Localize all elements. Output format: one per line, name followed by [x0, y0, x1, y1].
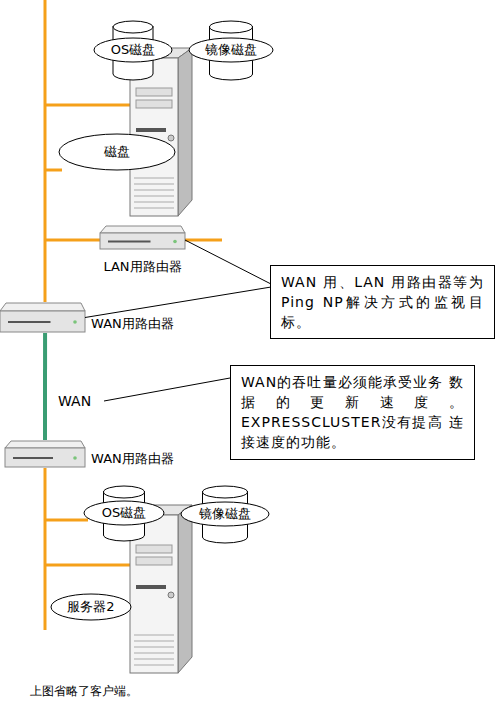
- lan-wire: [45, 564, 132, 567]
- disk-label: 镜像磁盘: [180, 485, 270, 543]
- lan-bus: [44, 468, 47, 630]
- disk-top: [203, 486, 248, 498]
- drive-slot: [136, 585, 166, 589]
- callout-box: WAN的吞吐量必须能承受业务 数据的更新速度。 EXPRESSCLUSTER没有…: [230, 365, 475, 460]
- disk-label: 镜像磁盘: [188, 20, 274, 80]
- disk-label: OS磁盘: [83, 485, 165, 541]
- router-slot: [108, 241, 151, 243]
- drive-slot: [136, 128, 166, 132]
- disk-label: OS磁盘: [93, 20, 173, 80]
- disk-top: [113, 21, 153, 33]
- name-ellipse: 磁盘: [58, 133, 176, 171]
- router-label: WAN用路由器: [91, 315, 174, 333]
- router-top: [100, 226, 185, 233]
- disk-cylinder: OS磁盘: [93, 20, 173, 80]
- router-top: [0, 303, 85, 311]
- lan-wire: [45, 519, 88, 522]
- node-shape: [5, 440, 85, 468]
- router-label: LAN用路由器: [103, 258, 181, 276]
- disk-top: [104, 486, 145, 498]
- router-icon: WAN用路由器: [0, 302, 85, 333]
- router-slot: [13, 457, 53, 459]
- drive-bay: [136, 88, 172, 96]
- footnote: 上图省略了客户端。: [30, 683, 138, 700]
- router-front: [5, 448, 85, 467]
- server-side: [178, 48, 192, 216]
- power-button: [168, 135, 174, 141]
- disk-cylinder: 镜像磁盘: [188, 20, 274, 80]
- drive-bay: [136, 100, 172, 108]
- lan-wire: [45, 169, 62, 172]
- server-label: 磁盘: [58, 133, 176, 171]
- disk-cylinder: OS磁盘: [83, 485, 165, 541]
- router-top: [5, 441, 85, 448]
- router-front: [100, 233, 185, 249]
- disk-cylinder: 镜像磁盘: [180, 485, 270, 543]
- name-ellipse: [59, 134, 175, 170]
- drive-bay: [136, 557, 172, 565]
- link-label: WAN: [58, 393, 91, 409]
- server-label: 服务器2: [50, 593, 132, 621]
- disk-top: [210, 21, 253, 33]
- router-front: [0, 311, 85, 332]
- server-grill: [134, 178, 174, 208]
- router-label: WAN用路由器: [91, 450, 174, 468]
- callout-box: WAN 用、LAN 用路由器等为 Ping NP解决方式的监视目标。: [270, 265, 495, 339]
- server-side: [178, 505, 192, 673]
- node-shape: [0, 302, 85, 333]
- router-icon: LAN用路由器: [100, 225, 185, 250]
- lan-bus: [44, 0, 47, 302]
- router-led: [73, 320, 77, 324]
- router-slot: [8, 321, 51, 323]
- server-grill: [134, 635, 174, 665]
- name-ellipse: 服务器2: [50, 593, 132, 621]
- callout-text: WAN的吞吐量必须能承受业务 数据的更新速度。 EXPRESSCLUSTER没有…: [241, 372, 464, 452]
- leader-line: [185, 240, 270, 284]
- wan-link: [43, 333, 47, 440]
- router-led: [173, 240, 177, 244]
- router-icon: WAN用路由器: [5, 440, 85, 468]
- leader-line: [104, 378, 230, 401]
- lan-wire: [45, 104, 132, 107]
- power-button: [168, 592, 174, 598]
- leader-line: [85, 287, 270, 317]
- node-shape: [100, 225, 185, 250]
- router-led: [73, 456, 77, 460]
- name-ellipse: [51, 594, 131, 620]
- callout-text: WAN 用、LAN 用路由器等为 Ping NP解决方式的监视目标。: [281, 272, 484, 332]
- drive-bay: [136, 545, 172, 553]
